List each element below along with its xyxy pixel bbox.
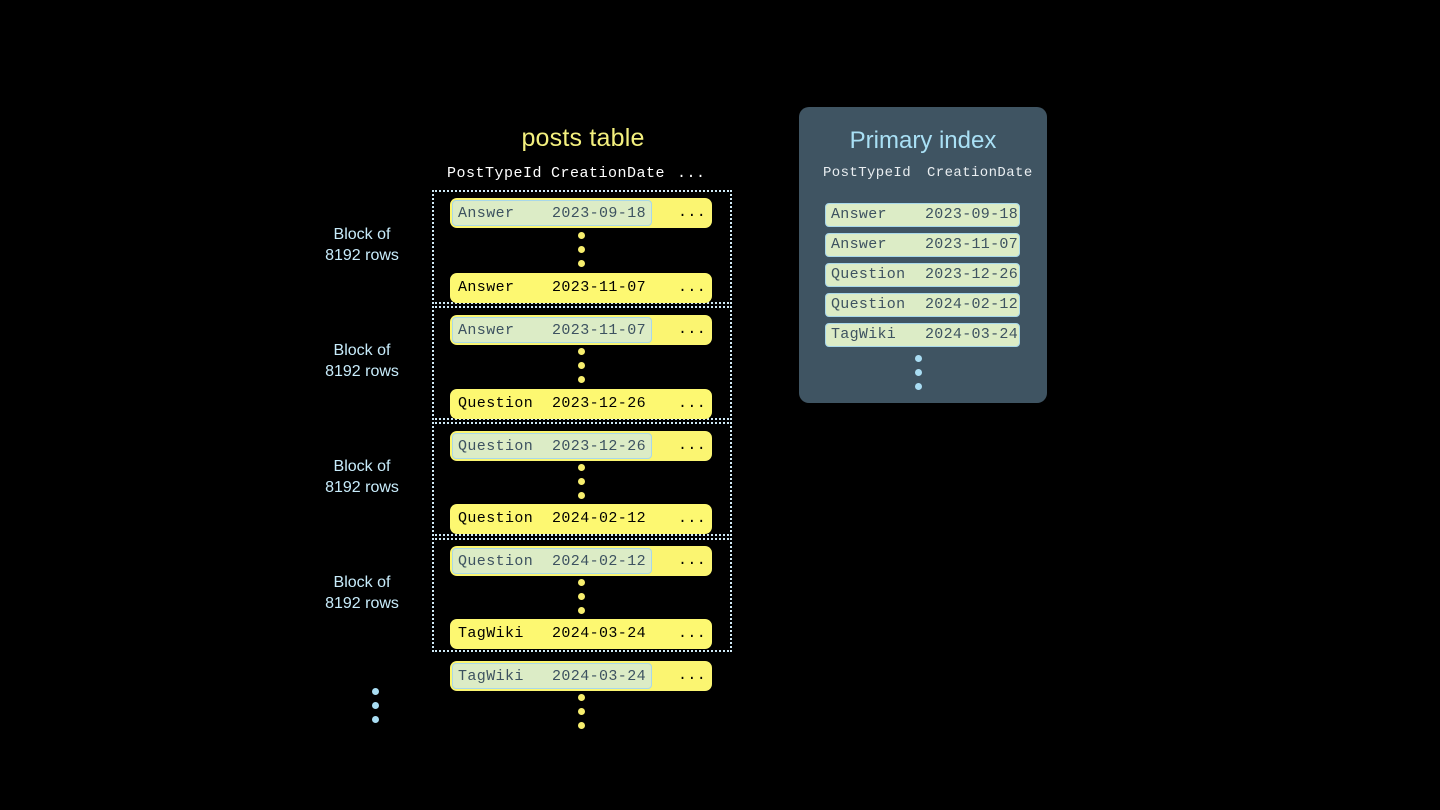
block-1-label-line1: Block of <box>333 226 391 243</box>
posts-table-column-headers: PostTypeId CreationDate ... <box>447 165 717 187</box>
block-1-label-line2: 8192 rows <box>325 247 399 264</box>
block-1: Block of 8192 rows <box>325 190 732 304</box>
table-row[interactable]: Question 2024-02-12 ... <box>450 546 712 576</box>
cell-rest: ... <box>678 552 707 569</box>
primary-index-title: Primary index <box>849 127 997 154</box>
cell-posttypeid: Answer <box>458 279 515 296</box>
cell-rest: ... <box>678 321 707 338</box>
block-3-label-line1: Block of <box>333 458 391 475</box>
cell-creationdate: 2023-12-26 <box>552 438 647 455</box>
index-granule-highlight <box>452 200 652 226</box>
block-2-label-line1: Block of <box>333 342 391 359</box>
posts-column-header-posttypeid: PostTypeId <box>447 165 543 182</box>
rows-ellipsis-dots <box>578 348 586 390</box>
cell-creationdate: 2023-09-18 <box>552 205 647 222</box>
index-cell-posttypeid: Question <box>831 266 906 283</box>
index-cell-creationdate: 2023-11-07 <box>925 236 1019 253</box>
table-row[interactable]: Answer 2023-09-18 ... <box>450 198 712 228</box>
cell-posttypeid: TagWiki <box>458 668 524 685</box>
table-continuation-dots <box>578 694 586 736</box>
block-2-label-line2: 8192 rows <box>325 363 399 380</box>
rows-ellipsis-dots <box>578 579 586 621</box>
block-3: Block of 8192 rows <box>325 422 732 536</box>
posts-column-header-creationdate: CreationDate <box>551 165 666 182</box>
index-column-header-creationdate: CreationDate <box>927 165 1033 181</box>
posts-table-title: posts table <box>521 124 645 152</box>
cell-posttypeid: Question <box>458 395 534 412</box>
cell-rest: ... <box>678 279 707 296</box>
cell-rest: ... <box>678 625 707 642</box>
cell-rest: ... <box>678 437 707 454</box>
cell-posttypeid: Question <box>458 510 534 527</box>
block-4-label-line2: 8192 rows <box>325 595 399 612</box>
index-row[interactable]: Answer 2023-11-07 <box>825 233 1020 257</box>
table-row[interactable]: TagWiki 2024-03-24 ... <box>450 661 712 691</box>
table-row[interactable]: Question 2023-12-26 ... <box>450 431 712 461</box>
index-cell-creationdate: 2023-12-26 <box>925 266 1019 283</box>
index-cell-posttypeid: Answer <box>831 236 887 253</box>
index-granule-highlight <box>452 663 652 689</box>
index-cell-posttypeid: Question <box>831 296 906 313</box>
cell-creationdate: 2024-03-24 <box>552 668 647 685</box>
index-granule-highlight <box>452 433 652 459</box>
cell-posttypeid: TagWiki <box>458 625 524 642</box>
index-granule-highlight <box>452 317 652 343</box>
table-row[interactable]: Question 2023-12-26 ... <box>450 389 712 419</box>
index-cell-creationdate: 2023-09-18 <box>925 206 1019 223</box>
table-row[interactable]: Answer 2023-11-07 ... <box>450 273 712 303</box>
rows-ellipsis-dots <box>578 464 586 506</box>
table-row[interactable]: TagWiki 2024-03-24 ... <box>450 619 712 649</box>
block-3-label-line2: 8192 rows <box>325 479 399 496</box>
cell-posttypeid: Question <box>458 438 534 455</box>
index-column-header-posttypeid: PostTypeId <box>823 165 912 181</box>
index-row[interactable]: Answer 2023-09-18 <box>825 203 1020 227</box>
cell-rest: ... <box>678 395 707 412</box>
cell-creationdate: 2024-02-12 <box>552 510 647 527</box>
block-4-label: Block of 8192 rows <box>302 572 422 614</box>
cell-creationdate: 2024-02-12 <box>552 553 647 570</box>
blocks-continuation-dots <box>372 688 380 730</box>
cell-creationdate: 2023-11-07 <box>552 322 647 339</box>
posts-column-header-ellipsis: ... <box>677 165 706 182</box>
index-cell-creationdate: 2024-03-24 <box>925 326 1019 343</box>
cell-creationdate: 2024-03-24 <box>552 625 647 642</box>
block-1-label: Block of 8192 rows <box>302 224 422 266</box>
index-cell-posttypeid: Answer <box>831 206 887 223</box>
block-4: Block of 8192 rows <box>325 538 732 652</box>
index-cell-posttypeid: TagWiki <box>831 326 897 343</box>
table-row[interactable]: Answer 2023-11-07 ... <box>450 315 712 345</box>
primary-index-panel: Primary index PostTypeId CreationDate An… <box>799 107 1047 403</box>
cell-rest: ... <box>678 667 707 684</box>
posts-table-group: posts table PostTypeId CreationDate ... … <box>325 124 732 736</box>
block-3-label: Block of 8192 rows <box>302 456 422 498</box>
index-granule-highlight <box>452 548 652 574</box>
index-continuation-dots <box>915 355 923 397</box>
index-row[interactable]: Question 2024-02-12 <box>825 293 1020 317</box>
cell-rest: ... <box>678 204 707 221</box>
block-2: Block of 8192 rows <box>325 306 732 420</box>
index-row[interactable]: Question 2023-12-26 <box>825 263 1020 287</box>
block-4-label-line1: Block of <box>333 574 391 591</box>
index-column-headers: PostTypeId CreationDate <box>823 165 1038 187</box>
cell-rest: ... <box>678 510 707 527</box>
index-row[interactable]: TagWiki 2024-03-24 <box>825 323 1020 347</box>
rows-ellipsis-dots <box>578 232 586 274</box>
cell-creationdate: 2023-11-07 <box>552 279 647 296</box>
cell-posttypeid: Answer <box>458 322 515 339</box>
table-row[interactable]: Question 2024-02-12 ... <box>450 504 712 534</box>
cell-posttypeid: Answer <box>458 205 515 222</box>
cell-posttypeid: Question <box>458 553 534 570</box>
cell-creationdate: 2023-12-26 <box>552 395 647 412</box>
block-2-label: Block of 8192 rows <box>302 340 422 382</box>
index-cell-creationdate: 2024-02-12 <box>925 296 1019 313</box>
